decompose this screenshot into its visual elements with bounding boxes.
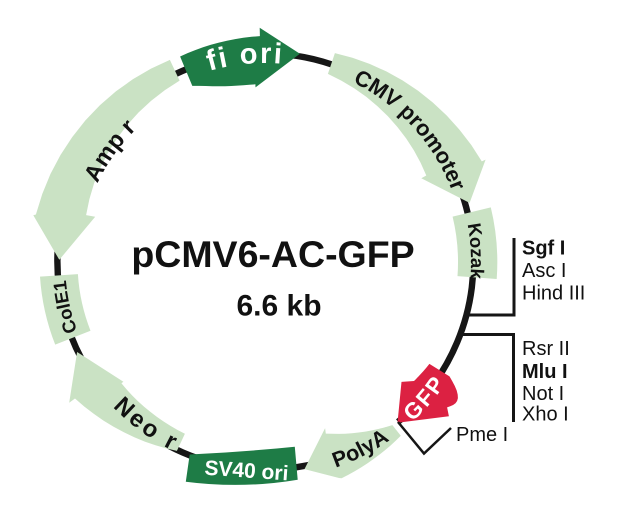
svg-text:Hind III: Hind III [522, 283, 585, 305]
svg-text:Xho I: Xho I [522, 404, 569, 426]
svg-text:Rsr II: Rsr II [522, 338, 570, 360]
svg-text:6.6 kb: 6.6 kb [236, 290, 321, 323]
svg-text:pCMV6-AC-GFP: pCMV6-AC-GFP [131, 233, 414, 275]
svg-text:Kozak: Kozak [464, 222, 488, 281]
svg-text:Mlu I: Mlu I [522, 361, 568, 383]
svg-text:Pme I: Pme I [456, 424, 508, 446]
svg-text:Asc I: Asc I [522, 260, 566, 282]
svg-text:Sgf I: Sgf I [522, 238, 565, 260]
svg-text:Not I: Not I [522, 383, 564, 405]
